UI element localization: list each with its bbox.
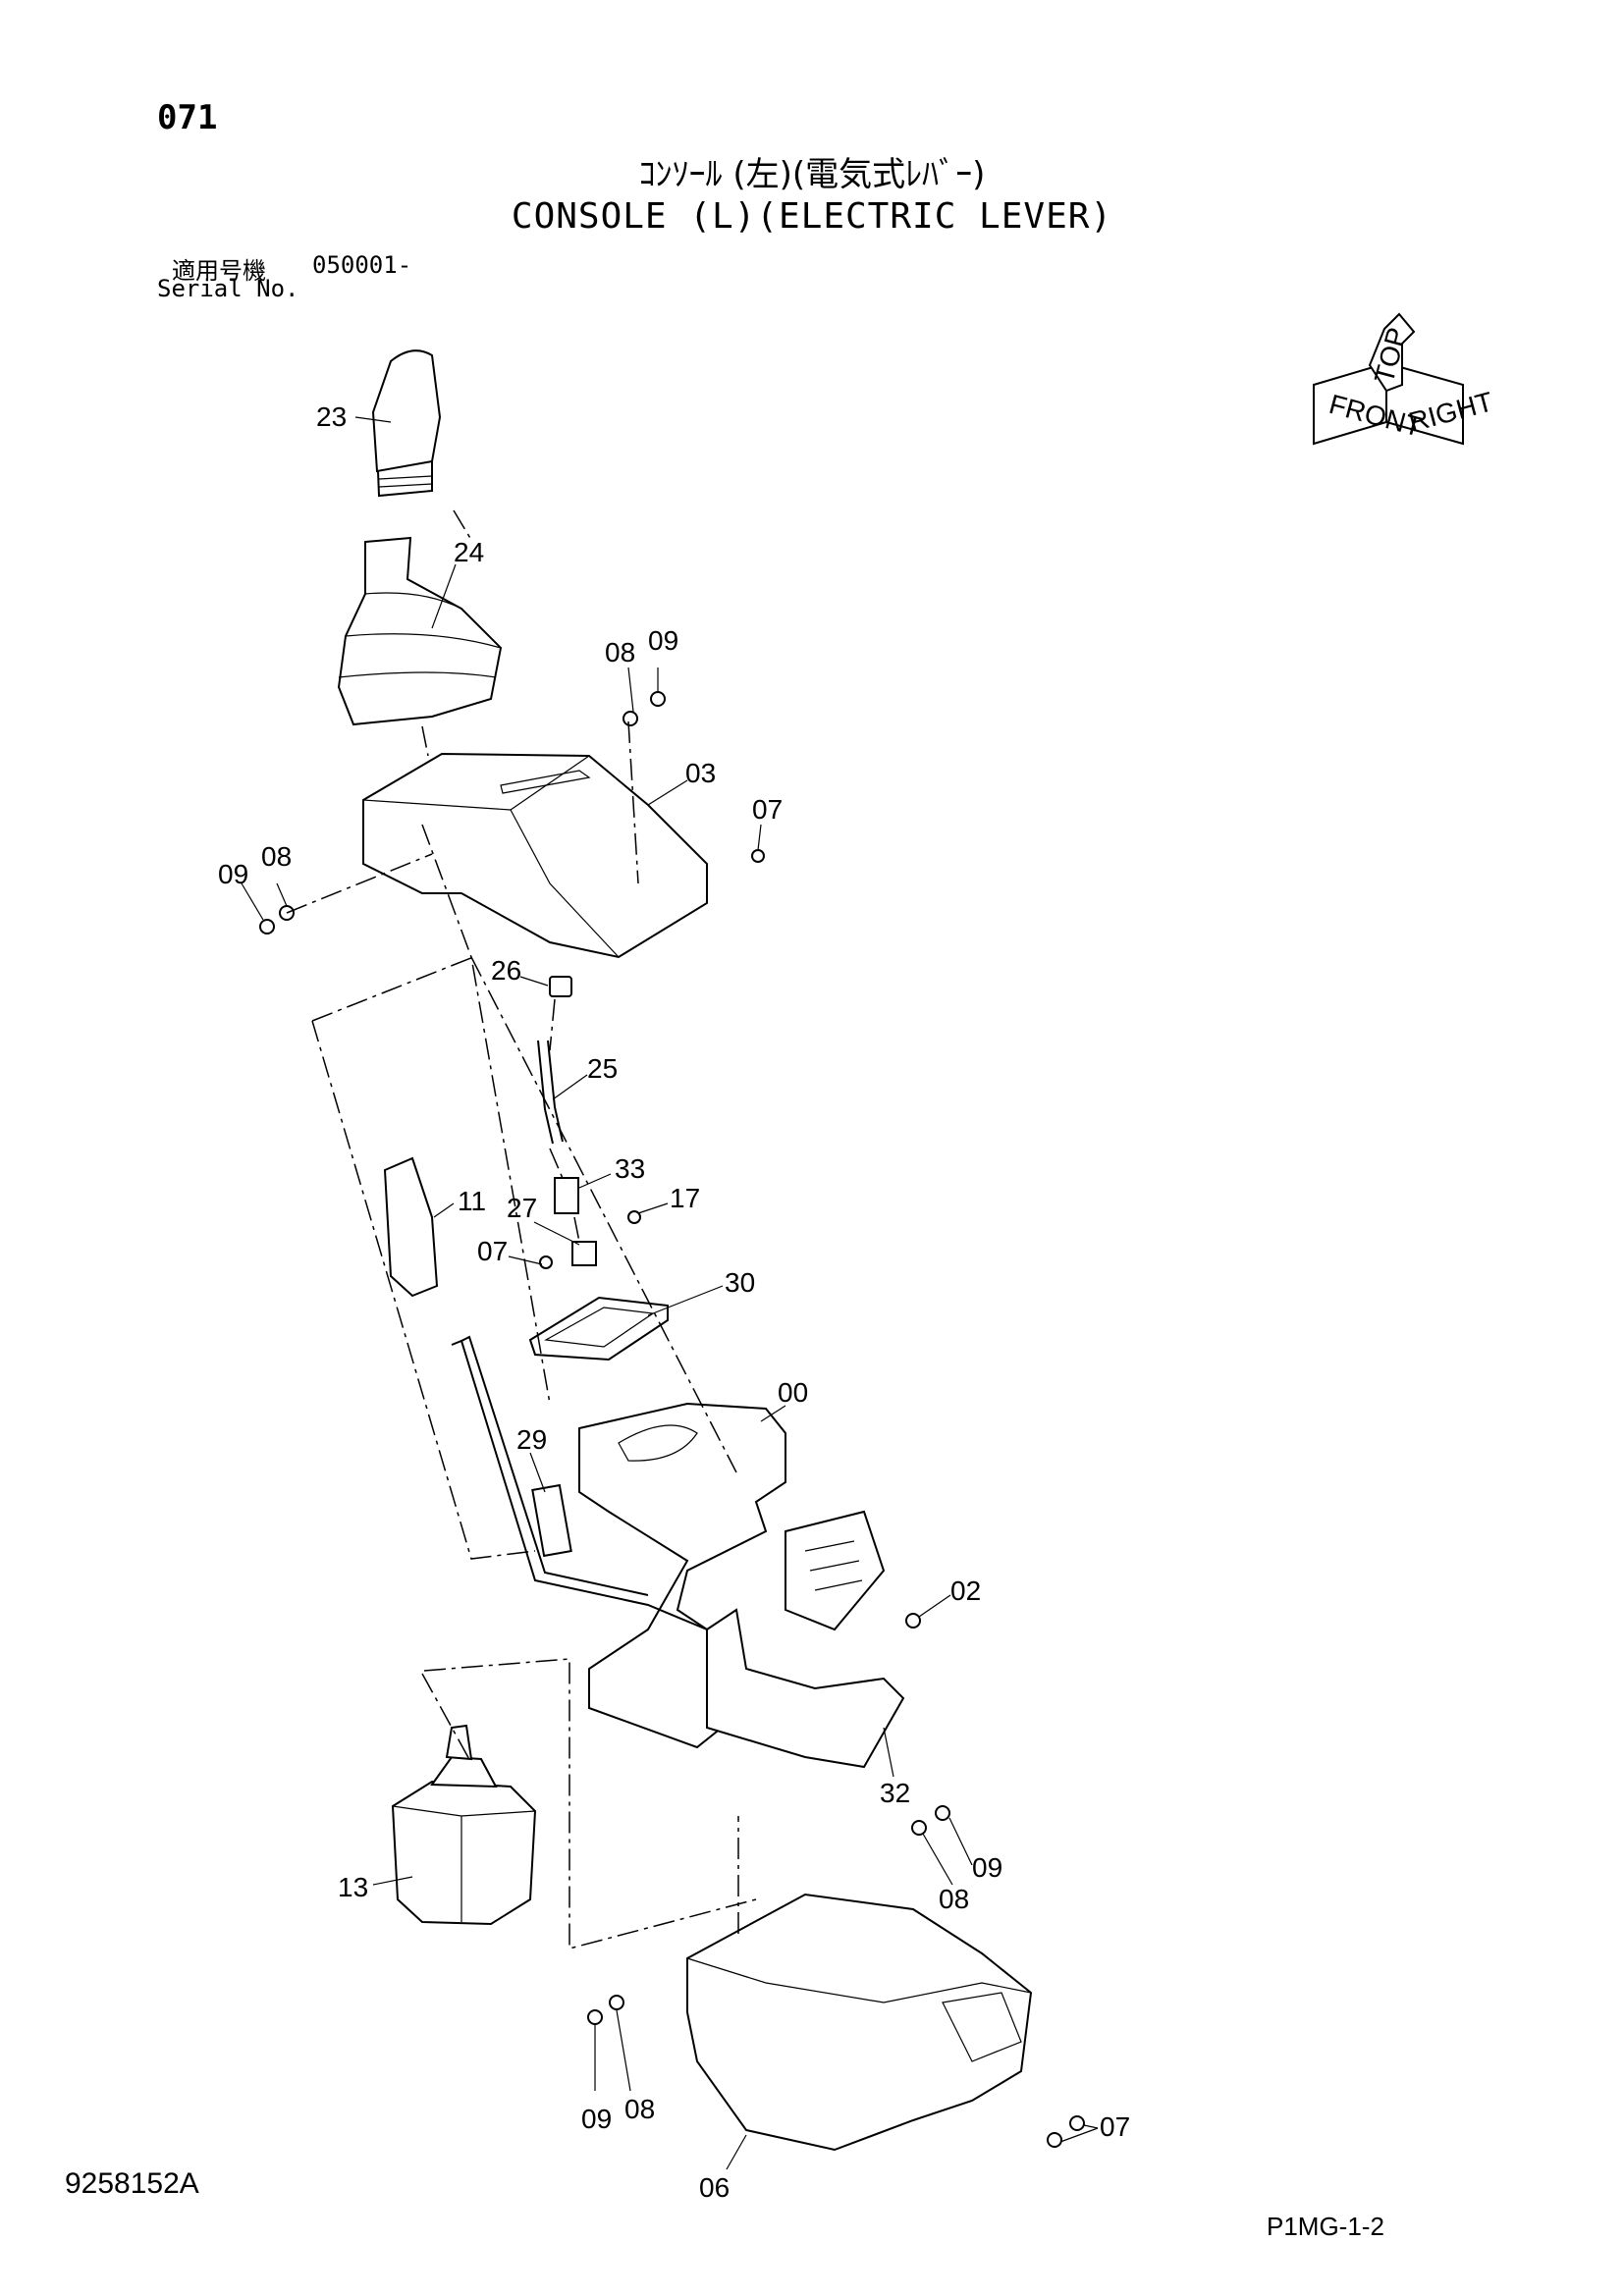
serial-label-japanese: 適用号機 bbox=[172, 257, 266, 285]
drawing-number: 9258152A bbox=[65, 2167, 199, 2200]
part-26-cap bbox=[549, 976, 572, 997]
part-label: 08 bbox=[624, 2094, 655, 2124]
part-30-gasket bbox=[528, 1296, 669, 1362]
part-label: 03 bbox=[685, 758, 716, 788]
part-label: 07 bbox=[477, 1236, 508, 1266]
leader-lines bbox=[241, 416, 1099, 2170]
part-label: 26 bbox=[491, 955, 521, 986]
part-label: 08 bbox=[939, 1884, 969, 1914]
part-label: 13 bbox=[338, 1872, 368, 1902]
part-label: 09 bbox=[581, 2104, 612, 2134]
part-11-sleeve bbox=[383, 1156, 439, 1298]
part-label: 17 bbox=[670, 1183, 700, 1213]
part-label: 29 bbox=[516, 1424, 547, 1455]
part-label: 33 bbox=[615, 1153, 645, 1184]
part-03-upper-cover bbox=[362, 752, 708, 959]
part-06-lower-cover bbox=[686, 1893, 1033, 2152]
page-code: P1MG-1-2 bbox=[1267, 2212, 1384, 2241]
part-label: 32 bbox=[880, 1778, 910, 1808]
part-13-valve-unit bbox=[391, 1724, 537, 1926]
part-label: 09 bbox=[218, 859, 248, 889]
part-label: 25 bbox=[587, 1053, 618, 1084]
part-label: 30 bbox=[725, 1267, 755, 1298]
page-number: 071 bbox=[157, 98, 218, 137]
part-23-grip bbox=[371, 349, 442, 498]
part-label: 06 bbox=[699, 2172, 730, 2203]
part-label: 07 bbox=[752, 794, 783, 825]
part-label: 09 bbox=[648, 625, 678, 656]
orientation-icon: FRONT TOP RIGHT bbox=[1313, 312, 1496, 446]
part-label: 24 bbox=[454, 537, 484, 567]
part-27-nut bbox=[571, 1241, 597, 1266]
part-label: 08 bbox=[605, 637, 635, 667]
part-label: 00 bbox=[778, 1377, 808, 1408]
part-label: 23 bbox=[316, 401, 347, 432]
hardware bbox=[259, 691, 1085, 2148]
part-label: 07 bbox=[1100, 2111, 1130, 2142]
title-japanese: ｺﾝｿｰﾙ (左)(電気式ﾚﾊﾞｰ) bbox=[638, 155, 986, 194]
part-label: 09 bbox=[972, 1852, 1002, 1883]
assembly-lines bbox=[286, 509, 757, 1949]
part-labels: 23 24 08 09 03 07 09 08 26 25 11 33 27 1… bbox=[218, 401, 1130, 2203]
serial-label-english: Serial No. bbox=[157, 275, 299, 302]
serial-number-value: 050001- bbox=[312, 251, 412, 279]
part-label: 11 bbox=[458, 1186, 486, 1216]
part-29-lever-bar bbox=[451, 1335, 708, 1630]
part-label: 27 bbox=[507, 1193, 537, 1223]
part-label: 08 bbox=[261, 841, 292, 872]
part-label: 02 bbox=[950, 1575, 981, 1606]
part-24-boot bbox=[337, 536, 503, 726]
part-33-nut bbox=[554, 1177, 579, 1214]
part-32-base-plate bbox=[706, 1608, 905, 1769]
title-english: CONSOLE (L)(ELECTRIC LEVER) bbox=[511, 196, 1113, 237]
